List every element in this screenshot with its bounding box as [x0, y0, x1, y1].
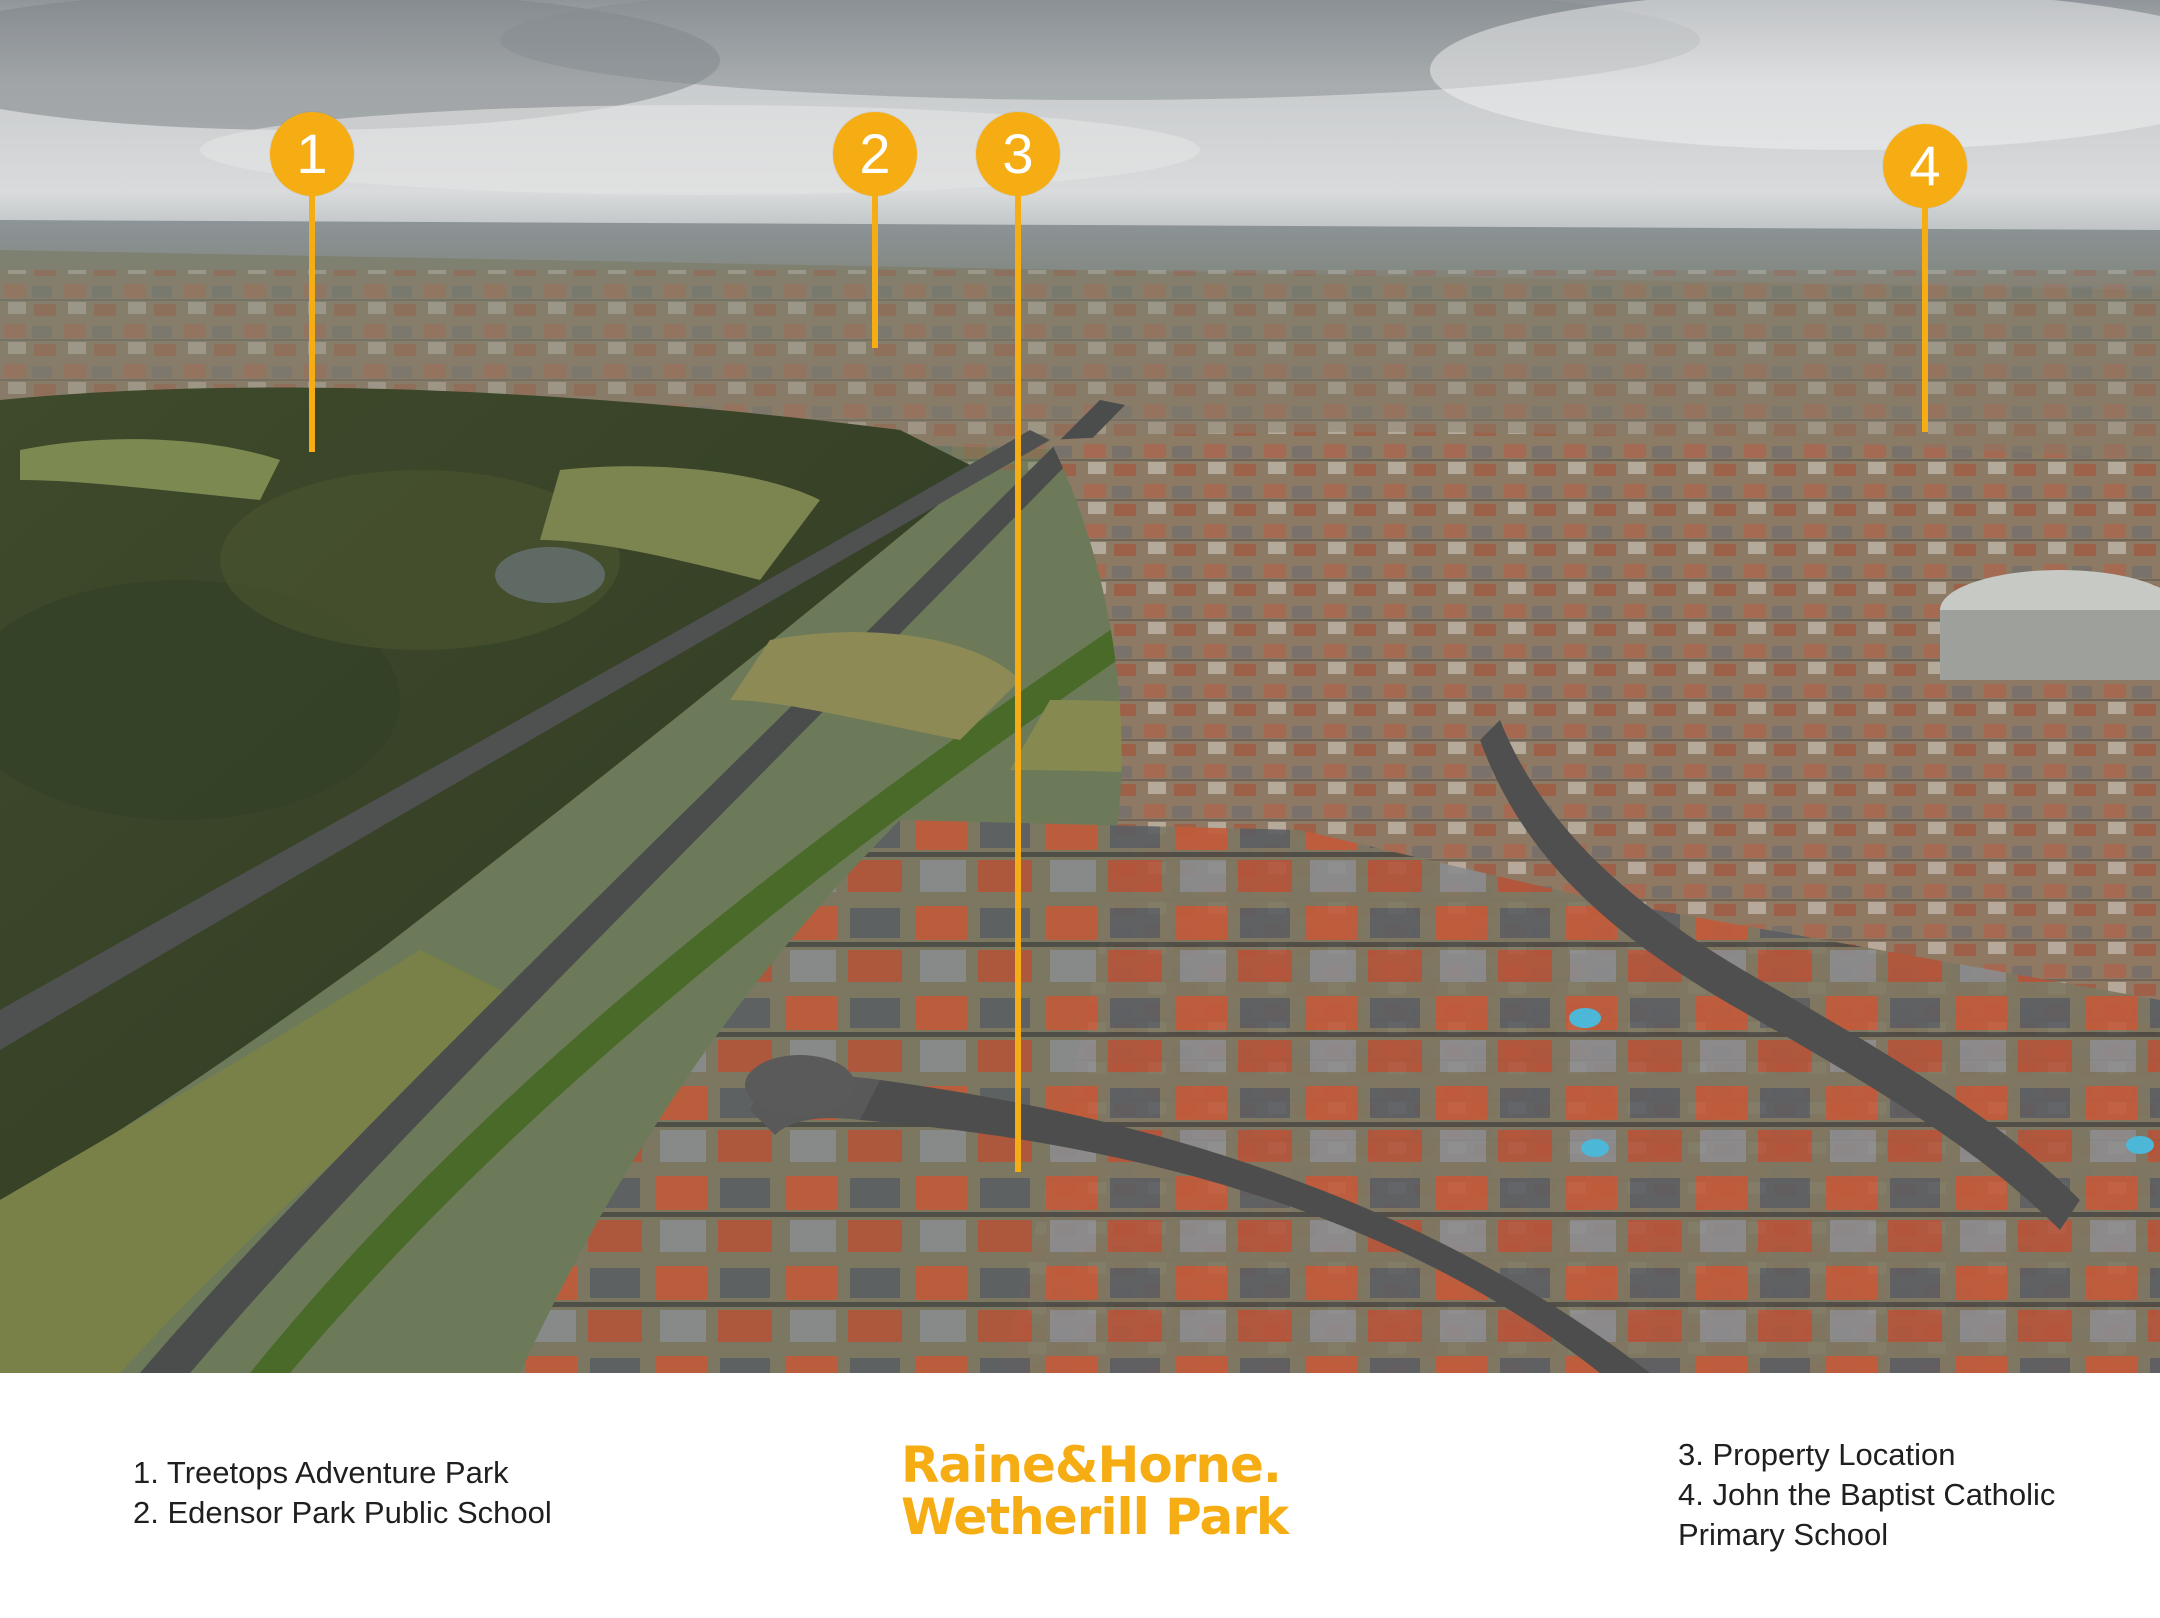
marker-1-badge: 1 [270, 112, 354, 196]
legend-item-1: 1. Treetops Adventure Park [133, 1455, 509, 1490]
legend-right-column: 3. Property Location 4. John the Baptist… [1678, 1435, 2118, 1555]
marker-1-line [309, 192, 315, 452]
marker-3-badge: 3 [976, 112, 1060, 196]
legend-item-2: 2. Edensor Park Public School [133, 1495, 552, 1530]
brand-logo: Raine&Horne. Wetherill Park [901, 1436, 1289, 1546]
legend-left-column: 1. Treetops Adventure Park 2. Edensor Pa… [133, 1453, 552, 1533]
marker-2: 2 [833, 112, 917, 348]
marker-4-line [1922, 204, 1928, 432]
brand-name: Raine&Horne. [901, 1436, 1282, 1494]
marker-3: 3 [976, 112, 1060, 1172]
marker-4-badge: 4 [1883, 124, 1967, 208]
brand-office: Wetherill Park [901, 1488, 1289, 1546]
footer-legend: 1. Treetops Adventure Park 2. Edensor Pa… [0, 1373, 2160, 1618]
marker-4: 4 [1883, 124, 1967, 432]
aerial-suburb-photo [0, 0, 2160, 1373]
marker-3-line [1015, 192, 1021, 1172]
legend-item-4: 4. John the Baptist Catholic Primary Sch… [1678, 1477, 2056, 1552]
marker-2-line [872, 192, 878, 348]
marker-1: 1 [270, 112, 354, 452]
aerial-photo: 1 2 3 4 [0, 0, 2160, 1373]
legend-item-3: 3. Property Location [1678, 1437, 1956, 1472]
marker-2-badge: 2 [833, 112, 917, 196]
